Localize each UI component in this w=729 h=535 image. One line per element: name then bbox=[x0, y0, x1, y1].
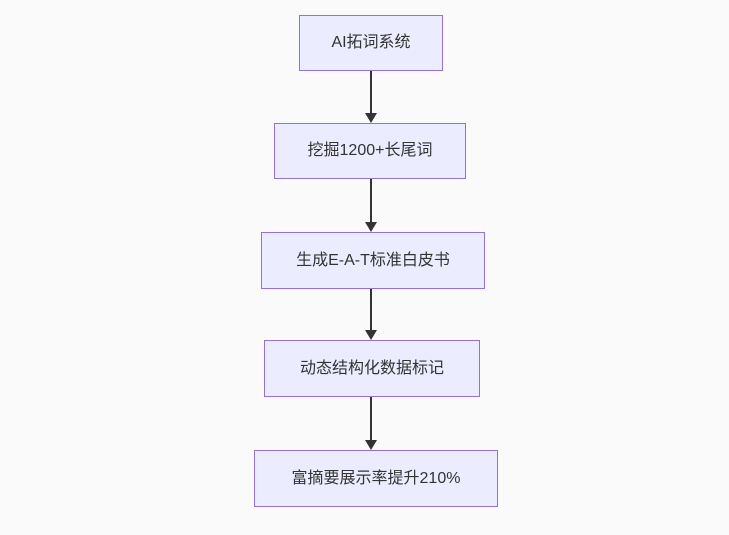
flow-node-structured-data-markup: 动态结构化数据标记 bbox=[264, 340, 480, 397]
flow-node-rich-snippet-uplift: 富摘要展示率提升210% bbox=[254, 450, 498, 507]
flow-node-label: 挖掘1200+长尾词 bbox=[307, 142, 433, 160]
arrowhead-down-icon bbox=[365, 440, 377, 450]
edge-arrow-1-2 bbox=[365, 71, 377, 123]
flow-node-label: 生成E-A-T标准白皮书 bbox=[296, 251, 450, 269]
edge-arrow-3-4 bbox=[365, 289, 377, 340]
edge-line bbox=[370, 71, 372, 116]
flow-node-label: 动态结构化数据标记 bbox=[299, 359, 444, 377]
edge-line bbox=[370, 397, 372, 443]
flow-node-label: 富摘要展示率提升210% bbox=[291, 469, 461, 487]
arrowhead-down-icon bbox=[365, 113, 377, 123]
flow-node-label: AI拓词系统 bbox=[331, 34, 411, 52]
flow-node-ai-keyword-system: AI拓词系统 bbox=[299, 15, 443, 71]
edge-arrow-2-3 bbox=[365, 179, 377, 232]
edge-arrow-4-5 bbox=[365, 397, 377, 450]
flow-node-longtail-mining: 挖掘1200+长尾词 bbox=[274, 123, 466, 179]
arrowhead-down-icon bbox=[365, 330, 377, 340]
arrowhead-down-icon bbox=[365, 222, 377, 232]
flow-node-eat-whitepaper: 生成E-A-T标准白皮书 bbox=[261, 232, 485, 289]
edge-line bbox=[370, 289, 372, 333]
edge-line bbox=[370, 179, 372, 225]
